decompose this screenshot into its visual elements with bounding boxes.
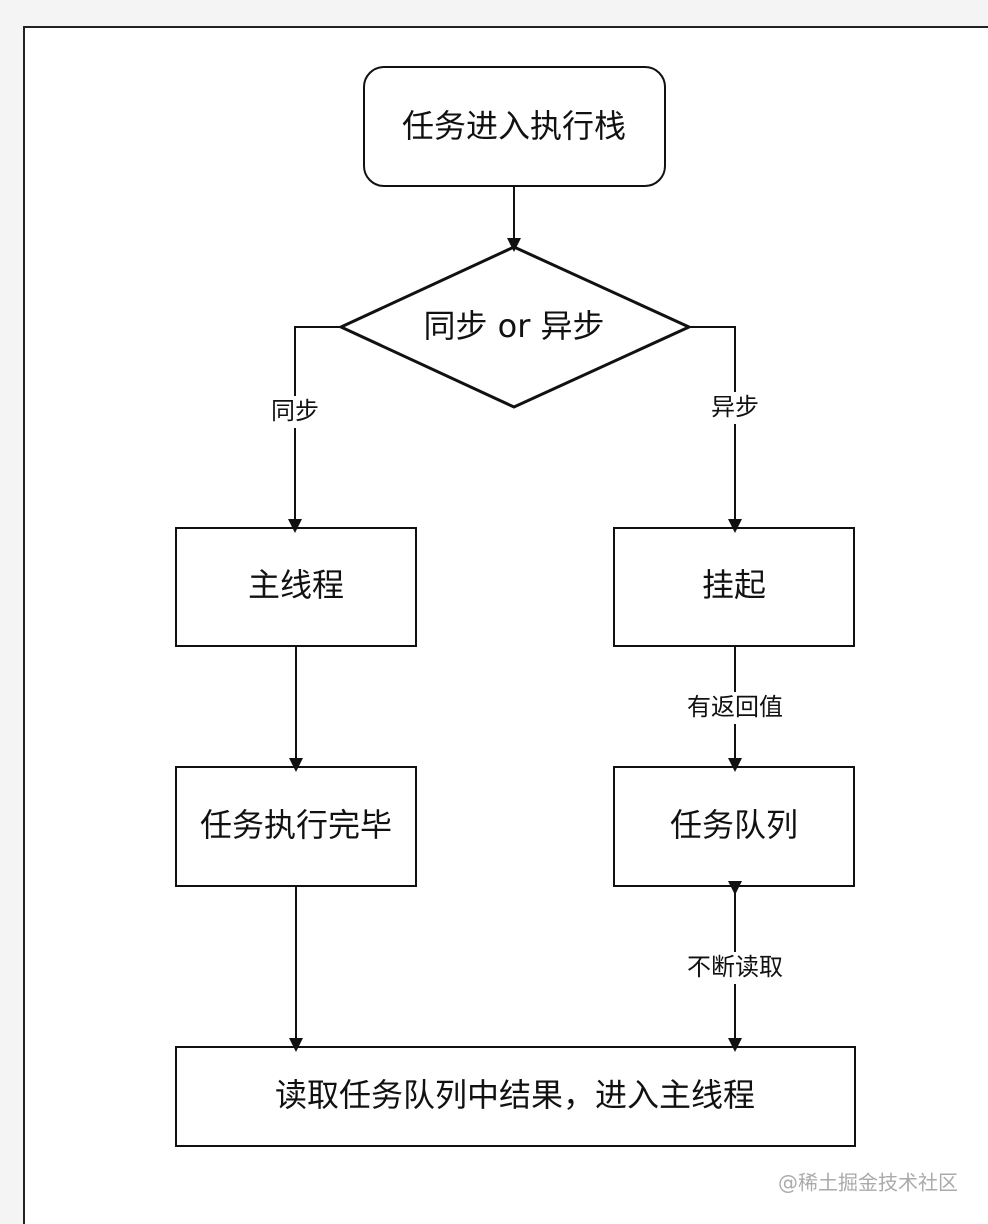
task-done-node: 任务执行完毕 [175,766,417,887]
task-queue-node: 任务队列 [613,766,855,887]
suspend-node-label: 挂起 [702,566,766,604]
edge-async [689,326,742,533]
main-thread-node: 主线程 [175,527,417,647]
task-done-node-label: 任务执行完毕 [200,806,392,844]
edge-async-label-bg [702,392,768,424]
watermark: @稀土掘金技术社区 [778,1171,958,1195]
decision-node-label: 同步 or 异步 [423,307,604,345]
read-result-node: 读取任务队列中结果，进入主线程 [175,1046,856,1147]
main-thread-node-label: 主线程 [248,566,344,604]
edge-return-value-label-bg [676,692,794,724]
decision-node: 同步 or 异步 [337,245,693,409]
edge-sync [288,326,341,533]
edge-continuous-read-label: 不断读取 [687,953,783,981]
edge-sync-label-bg [262,396,328,428]
start-node: 任务进入执行栈 [363,66,666,187]
start-node-label: 任务进入执行栈 [402,107,626,145]
edge-async-label: 异步 [711,393,759,421]
read-result-node-label: 读取任务队列中结果，进入主线程 [275,1076,755,1114]
edge-sync-label: 同步 [271,397,319,425]
edge-return-value-label: 有返回值 [687,693,783,721]
suspend-node: 挂起 [613,527,855,647]
task-queue-node-label: 任务队列 [670,806,798,844]
edge-continuous-read-label-bg [676,952,794,984]
